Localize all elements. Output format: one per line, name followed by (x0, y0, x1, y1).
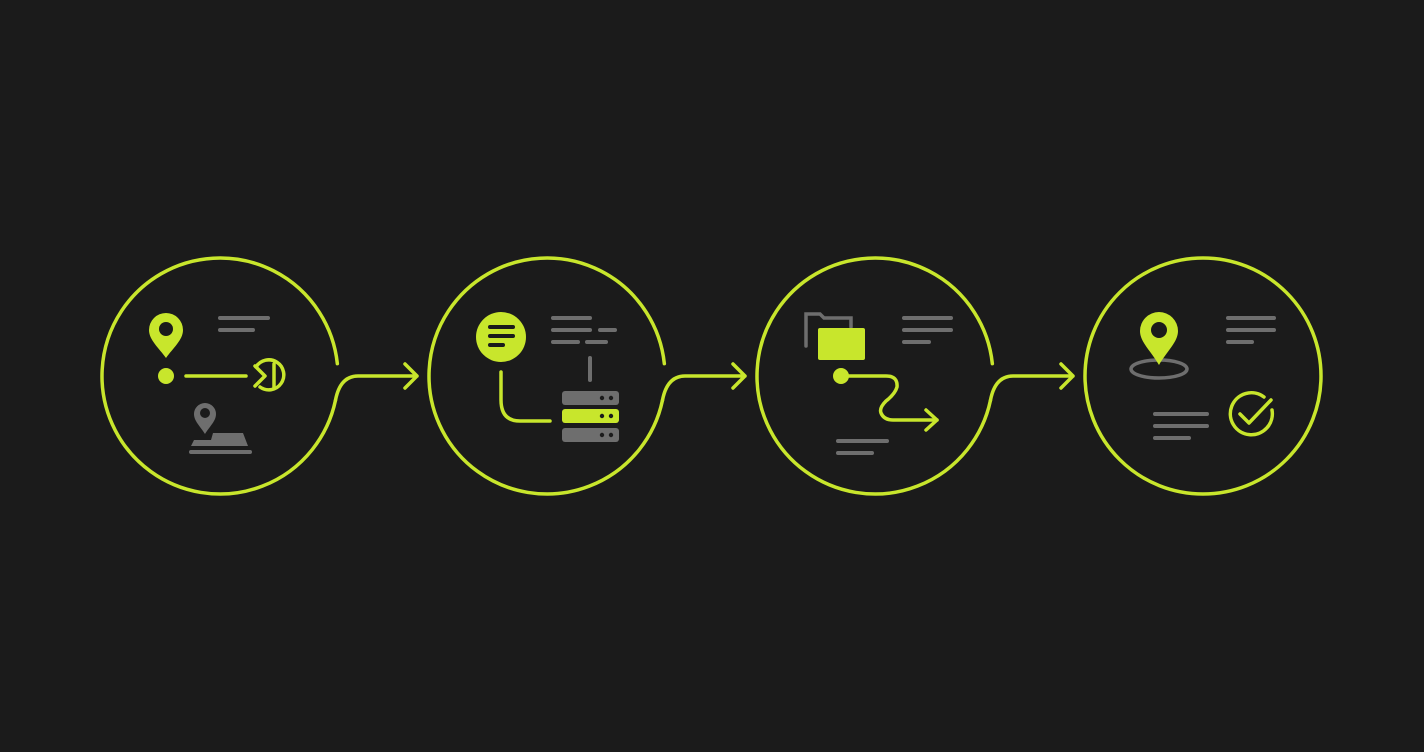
step-2 (476, 312, 619, 442)
text-lines (902, 316, 953, 344)
text-lines (1226, 316, 1276, 344)
text-lines (551, 316, 617, 382)
step-3 (804, 312, 953, 455)
step-4 (1129, 312, 1276, 440)
skip-forward-icon (253, 358, 286, 392)
folder-icon (804, 312, 865, 360)
connector-arrow-1 (333, 362, 419, 403)
step-4-ring (1083, 256, 1323, 496)
server-stack-icon (562, 391, 619, 442)
start-dot (158, 368, 174, 384)
message-icon (476, 312, 526, 362)
location-platform-icon (189, 403, 252, 454)
step-3-ring (755, 256, 995, 496)
map-pin-target-icon (1129, 312, 1189, 380)
map-pin-icon (149, 313, 183, 358)
step-1-ring (100, 256, 340, 496)
step-2-ring (427, 256, 667, 496)
start-dot (833, 368, 849, 384)
step-1 (149, 313, 286, 454)
check-circle-icon (1228, 391, 1275, 437)
winding-route-arrow (847, 374, 939, 432)
text-lines (218, 316, 270, 332)
text-lines (836, 439, 889, 455)
connection-line (499, 370, 552, 423)
connector-arrow-3 (988, 362, 1075, 403)
text-lines (1153, 412, 1209, 440)
connector-arrow-2 (660, 362, 747, 403)
